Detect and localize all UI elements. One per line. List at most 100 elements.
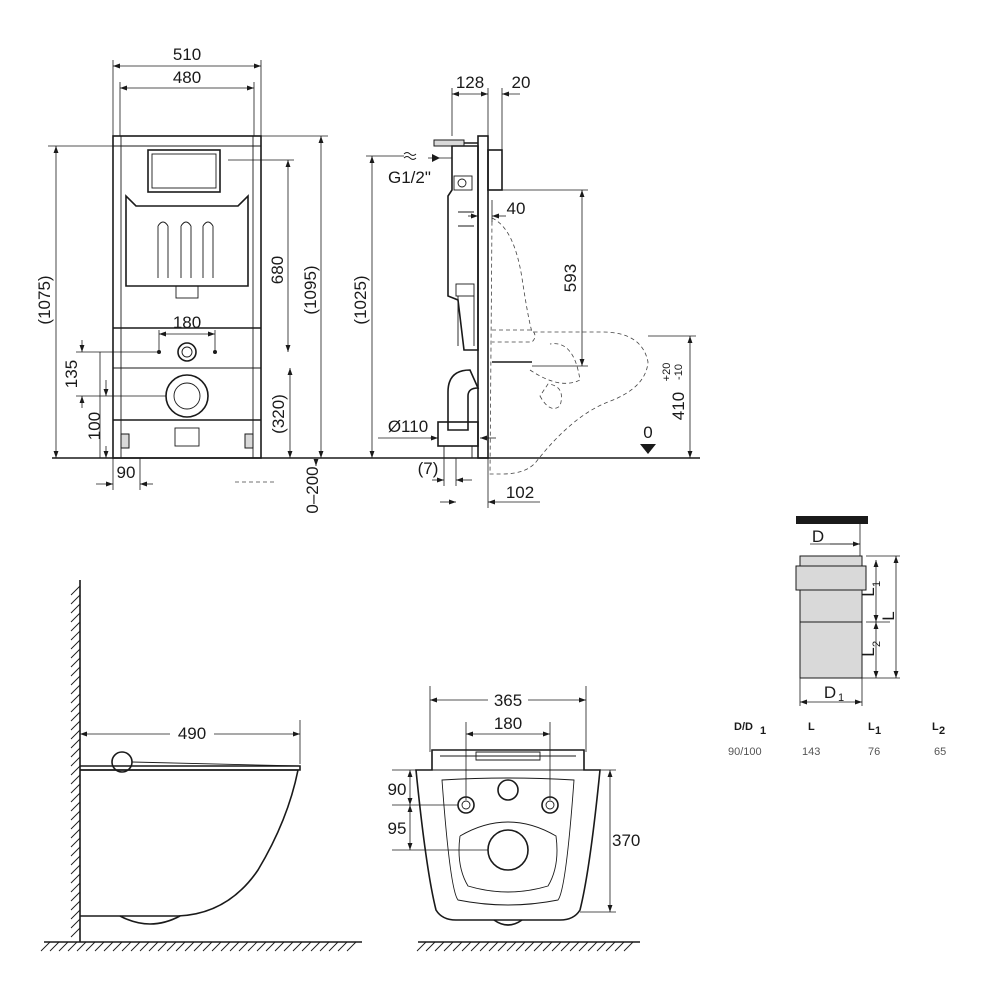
dim-drain-height: 135 <box>62 360 81 388</box>
dim-depth-frame: 20 <box>512 73 531 92</box>
hatch-line <box>70 756 81 767</box>
hatch-line <box>614 941 625 952</box>
hatch-line <box>70 882 81 893</box>
hatch-line <box>220 941 231 952</box>
table-header-row: D/D 1 L L 1 L 2 <box>734 721 945 737</box>
drain-elbow <box>447 369 480 431</box>
dashed-bowl <box>489 217 649 475</box>
dim-height-tank: 680 <box>268 256 287 284</box>
connector-label-l2: L <box>859 647 878 656</box>
hatch-line <box>157 941 168 952</box>
flush-plate-opening <box>147 149 221 193</box>
hatch-line <box>274 941 285 952</box>
hatch-line <box>542 941 553 952</box>
hatch-line <box>70 873 81 884</box>
hatch-line <box>70 837 81 848</box>
hatch-line <box>70 693 81 704</box>
hatch-line <box>247 941 258 952</box>
connector-label-l1: L <box>859 587 878 596</box>
hatch-line <box>130 941 141 952</box>
hatch-line <box>479 941 490 952</box>
table-cell-l1: 76 <box>868 746 880 758</box>
dim-bolt-spacing: 180 <box>494 714 522 733</box>
hatch-line <box>40 941 51 952</box>
hatch-line <box>560 941 571 952</box>
hatch-line <box>70 891 81 902</box>
hatch-line <box>70 810 81 821</box>
hatch-line <box>70 765 81 776</box>
table-header-l: L <box>808 721 815 733</box>
side-frame-rail <box>477 135 489 459</box>
side-cistern <box>447 145 479 351</box>
hatch-line <box>292 941 303 952</box>
hatch-line <box>70 774 81 785</box>
hatch-line <box>67 941 78 952</box>
hatch-line <box>112 941 123 952</box>
hatch-line <box>623 941 634 952</box>
table-cell-l: 143 <box>802 746 820 758</box>
connector-label-d1: D <box>824 683 836 702</box>
hatch-line <box>193 941 204 952</box>
hatch-line <box>70 621 81 632</box>
hatch-line <box>211 941 222 952</box>
hatch-line <box>70 720 81 731</box>
hatch-line <box>70 909 81 920</box>
dim-drain-offset: 100 <box>85 412 104 440</box>
hatch-line <box>515 941 526 952</box>
connector-label-d1-sub: 1 <box>838 692 844 704</box>
hatch-line <box>488 941 499 952</box>
dim-bowl-width: 365 <box>494 691 522 710</box>
dim-height-593: 593 <box>561 264 580 292</box>
hatch-line <box>70 585 81 596</box>
hatch-line <box>497 941 508 952</box>
front-view: 510 480 (1075) 680 (1095) 180 135 100 <box>35 45 700 514</box>
bowl-side-view: 490 <box>40 580 362 952</box>
hatch-line <box>70 900 81 911</box>
hatch-line <box>148 941 159 952</box>
hatch-line <box>578 941 589 952</box>
hatch-line <box>238 941 249 952</box>
hatch-line <box>596 941 607 952</box>
water-inlet-label: G1/2" <box>388 168 431 187</box>
connector-table: D/D 1 L L 1 L 2 90/100 143 76 65 <box>728 721 946 758</box>
cistern <box>125 194 249 287</box>
hatch-line <box>70 792 81 803</box>
hatch-line <box>70 828 81 839</box>
floor-level-label: 0 <box>643 423 652 442</box>
floor-hatch <box>40 941 357 952</box>
inlet-circle <box>177 342 197 362</box>
hatch-line <box>70 702 81 713</box>
floor-level-marker <box>640 444 656 454</box>
table-cell-l2: 65 <box>934 746 946 758</box>
hatch-line <box>70 675 81 686</box>
hatch-line <box>346 941 357 952</box>
hatch-line <box>337 941 348 952</box>
hatch-line <box>265 941 276 952</box>
dim-width-outer: 510 <box>173 45 201 64</box>
hatch-line <box>70 738 81 749</box>
dim-flange-offset: 40 <box>507 199 526 218</box>
table-header-l1: L <box>868 721 875 733</box>
dim-bowl-depth: 370 <box>612 831 640 850</box>
hatch-line <box>605 941 616 952</box>
hatch-line <box>301 941 312 952</box>
hatch-line <box>103 941 114 952</box>
hatch-line <box>139 941 150 952</box>
hatch-line <box>121 941 132 952</box>
hatch-line <box>70 684 81 695</box>
dim-drain-spacing: 180 <box>173 313 201 332</box>
dim-pipe-diameter: Ø110 <box>388 417 428 436</box>
hatch-line <box>76 941 87 952</box>
hatch-line <box>70 864 81 875</box>
hatch-line <box>569 941 580 952</box>
hatch-line <box>506 941 517 952</box>
hatch-line <box>70 801 81 812</box>
hatch-line <box>70 927 81 938</box>
hatch-line <box>70 918 81 929</box>
dim-height-left: (1075) <box>35 275 54 324</box>
dim-adjust-range: 0–200 <box>303 466 322 513</box>
hatch-line <box>524 941 535 952</box>
hatch-line <box>452 941 463 952</box>
hatch-line <box>587 941 598 952</box>
